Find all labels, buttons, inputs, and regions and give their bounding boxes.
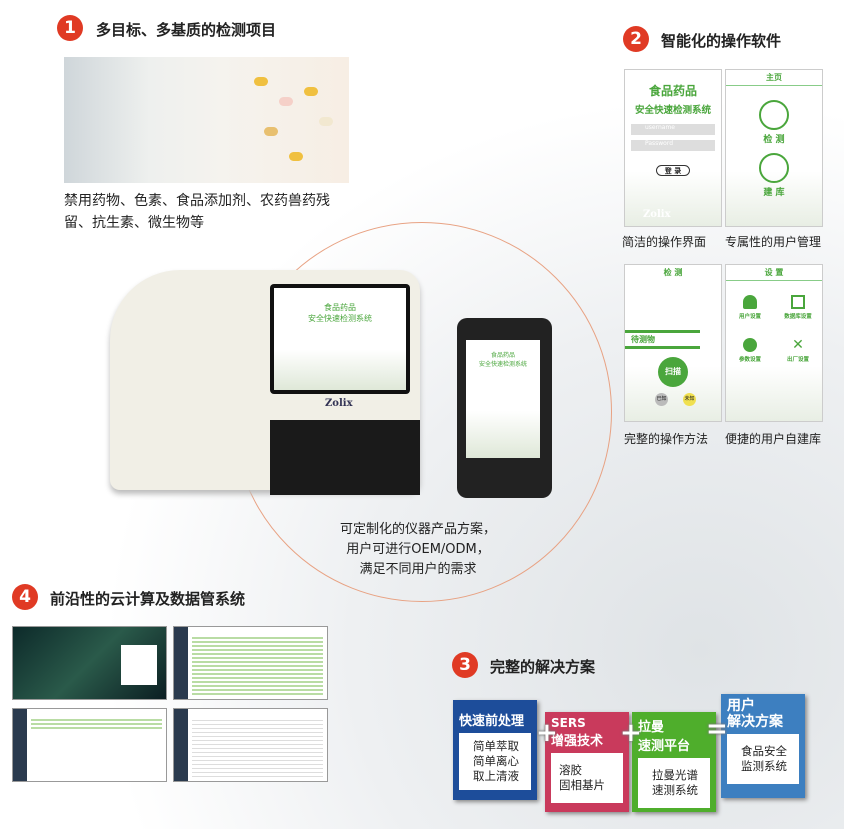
pretreatment-card: 快速前处理 简单萃取简单离心取上清液	[453, 700, 537, 800]
section-1-title: 多目标、多基质的检测项目	[96, 21, 277, 39]
benchtop-instrument: 食品药品安全快速检测系统 Zolix	[100, 250, 430, 495]
caption-3: 完整的操作方法	[624, 432, 709, 446]
login-screen: 食品药品 安全快速检测系统 username Password 登 录 Zoli…	[624, 69, 722, 227]
section-2-title: 智能化的操作软件	[661, 32, 782, 50]
settings-screen: 设 置 用户设置 数据库设置 参数设置 ✕出厂设置	[725, 264, 823, 422]
section-2-number: 2	[623, 26, 649, 52]
database-icon	[791, 295, 805, 309]
caption-1: 简洁的操作界面	[622, 235, 707, 249]
user-settings[interactable]: 用户设置	[726, 295, 774, 320]
equals-sign: =	[706, 714, 728, 744]
plus-sign: +	[536, 718, 558, 748]
database-settings[interactable]: 数据库设置	[774, 295, 822, 320]
factory-settings[interactable]: ✕出厂设置	[774, 338, 822, 363]
plus-sign-2: +	[620, 718, 642, 748]
caption-4: 便捷的用户自建库	[725, 432, 822, 446]
parameter-settings[interactable]: 参数设置	[726, 338, 774, 363]
password-field[interactable]: Password	[631, 140, 715, 151]
detect-icon[interactable]	[759, 100, 789, 130]
section-1-number: 1	[57, 15, 83, 41]
home-screen: 主页 检 测 建 库	[725, 69, 823, 227]
data-table-screenshot-2	[12, 708, 167, 782]
report-screenshot	[173, 708, 328, 782]
tools-icon: ✕	[792, 337, 804, 353]
library-icon[interactable]	[759, 153, 789, 183]
data-table-screenshot-1	[173, 626, 328, 700]
username-field[interactable]: username	[631, 124, 715, 135]
parameter-icon	[743, 338, 757, 352]
section-3-number: 3	[452, 652, 478, 678]
login-button[interactable]: 登 录	[656, 165, 690, 176]
cloud-login-screenshot	[12, 626, 167, 700]
customization-text: 可定制化的仪器产品方案，用户可进行OEM/ODM，满足不同用户的需求	[340, 522, 497, 577]
scan-button[interactable]: 扫描	[658, 357, 688, 387]
detect-screen: 检 测 待测物 扫描 已知 未知	[624, 264, 722, 422]
analyte-field[interactable]: 待测物	[625, 330, 700, 349]
raman-card: 拉曼速测平台 拉曼光谱速测系统	[632, 712, 716, 812]
section-4-title: 前沿性的云计算及数据管系统	[50, 590, 246, 608]
unknown-button[interactable]: 未知	[683, 393, 696, 406]
caption-2: 专属性的用户管理	[725, 235, 822, 249]
user-solution-card: 用户解决方案 食品安全监测系统	[721, 694, 805, 798]
section-4-number: 4	[12, 584, 38, 610]
section-3-title: 完整的解决方案	[490, 658, 596, 676]
lab-and-pills-photo	[64, 57, 349, 183]
handheld-instrument: 食品药品安全快速检测系统	[457, 318, 552, 498]
section-1-description: 禁用药物、色素、食品添加剂、农药兽药残留、抗生素、微生物等	[64, 193, 330, 231]
user-settings-icon	[743, 295, 757, 309]
known-button[interactable]: 已知	[655, 393, 668, 406]
